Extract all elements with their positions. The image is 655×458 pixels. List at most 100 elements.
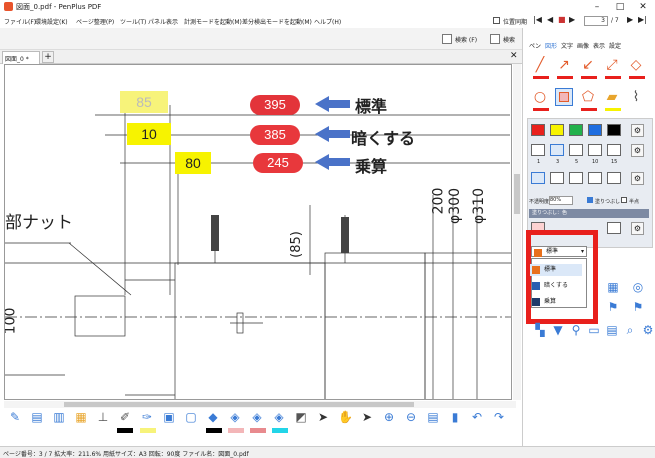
menu-diff[interactable]: 差分検出モードを起動(M) <box>242 19 312 26</box>
select-icon[interactable]: ➤ <box>361 410 373 424</box>
panel-tab-settings[interactable]: 設定 <box>609 43 622 50</box>
hand-icon[interactable]: ✋ <box>338 410 353 424</box>
line-dashed[interactable] <box>550 172 564 184</box>
hscroll-thumb[interactable] <box>64 402 414 407</box>
width-10[interactable] <box>588 144 602 156</box>
badge-3[interactable]: 245 <box>253 153 303 173</box>
width-1[interactable] <box>531 144 545 156</box>
chat-icon[interactable]: ▭ <box>588 323 600 337</box>
half-checkbox[interactable] <box>621 197 627 203</box>
annotation-box-2[interactable]: 10 <box>127 123 171 145</box>
menu-file[interactable]: ファイル(F) <box>4 19 37 26</box>
paperclip-icon[interactable]: ⌇ <box>632 89 640 105</box>
menu-help[interactable]: ヘルプ(H) <box>314 19 342 26</box>
rectangle-selected[interactable] <box>555 88 573 106</box>
color-settings-icon[interactable]: ⚙ <box>631 124 644 137</box>
width-15[interactable] <box>607 144 621 156</box>
arrow-sw-icon[interactable]: ↙ <box>582 57 594 73</box>
pin-icon[interactable]: ⚲ <box>571 323 581 337</box>
opacity-select[interactable]: 80% <box>549 196 573 205</box>
marker-icon[interactable]: ✐ <box>119 410 131 424</box>
panel-tab-shape[interactable]: 図形 <box>545 43 558 50</box>
tab-document[interactable]: 図面_0 * × <box>2 51 40 70</box>
line-dashdot[interactable] <box>588 172 602 184</box>
flag2-icon[interactable]: ⚑ <box>632 300 644 314</box>
minimize-icon[interactable]: – <box>594 2 600 12</box>
cursor-icon[interactable]: ➤ <box>317 410 329 424</box>
annotation-box-1[interactable]: 85 <box>120 91 168 113</box>
eraser-shape-icon[interactable]: ◇ <box>630 57 642 73</box>
last-page-icon[interactable]: ▶| <box>638 15 647 24</box>
redo-icon[interactable]: ↷ <box>493 410 505 424</box>
close-panel-icon[interactable]: ✕ <box>510 51 518 61</box>
line-solid[interactable] <box>531 172 545 184</box>
search-button-2[interactable]: 検索 <box>503 37 516 44</box>
bucket2-icon[interactable]: ◈ <box>252 410 262 424</box>
fill-settings-icon[interactable]: ⚙ <box>631 222 644 235</box>
print-icon[interactable]: ■ <box>558 15 566 24</box>
line-settings-icon[interactable]: ⚙ <box>631 172 644 185</box>
annotation-box-3[interactable]: 80 <box>175 152 211 174</box>
document-view[interactable]: 85 10 80 395 385 245 標準 暗くする 乗算 部ナット (85… <box>4 64 512 400</box>
menu-tools[interactable]: ツール(T) <box>120 19 147 26</box>
clipboard-icon[interactable]: ▦ <box>75 410 87 424</box>
flag-icon[interactable]: ⚑ <box>607 300 619 314</box>
doc-edit-icon[interactable]: ▤ <box>31 410 43 424</box>
bookmark2-icon[interactable]: ▼ <box>553 323 563 337</box>
shape-icon[interactable]: ▣ <box>163 410 175 424</box>
panel-tab-view[interactable]: 表示 <box>593 43 606 50</box>
width-3[interactable] <box>550 144 564 156</box>
vertical-scrollbar[interactable] <box>513 64 521 400</box>
close-icon[interactable]: ✕ <box>639 2 647 12</box>
ellipse-icon[interactable]: ○ <box>533 89 547 105</box>
search-doc-icon[interactable] <box>442 34 452 44</box>
line-icon[interactable]: ╱ <box>535 57 545 73</box>
doc-icon[interactable]: ▤ <box>606 323 618 337</box>
color-blue[interactable] <box>588 124 602 136</box>
badge-1[interactable]: 395 <box>250 95 300 115</box>
width-settings-icon[interactable]: ⚙ <box>631 144 644 157</box>
copy-icon[interactable]: ▥ <box>53 410 65 424</box>
add-tab-button[interactable]: + <box>42 51 54 63</box>
line-dotted[interactable] <box>569 172 583 184</box>
bucket-icon[interactable]: ◈ <box>230 410 240 424</box>
sync-checkbox[interactable] <box>493 17 500 24</box>
scroll-thumb[interactable] <box>514 174 520 214</box>
target-icon[interactable]: ◎ <box>632 280 644 294</box>
search-button-1[interactable]: 検索 (F) <box>455 37 478 44</box>
fill-color-white[interactable] <box>607 222 621 234</box>
next-page-icon[interactable]: ▶ <box>569 15 576 24</box>
panel-tab-image[interactable]: 画像 <box>577 43 590 50</box>
comment-icon[interactable]: ▰ <box>606 89 618 105</box>
panel-tab-text[interactable]: 文字 <box>561 43 574 50</box>
line-wave[interactable] <box>607 172 621 184</box>
width-5[interactable] <box>569 144 583 156</box>
stamp-icon[interactable]: ⊥ <box>97 410 109 424</box>
undo-icon[interactable]: ↶ <box>471 410 483 424</box>
menu-measure[interactable]: 計測モードを起動(M) <box>184 19 242 26</box>
blend-option-standard[interactable]: 標準 <box>530 264 582 276</box>
fill-color-select[interactable]: 塗りつぶし：色 <box>529 209 649 218</box>
arrow-ne-icon[interactable]: ↗ <box>558 57 570 73</box>
fill-checkbox[interactable] <box>587 197 593 203</box>
fill-icon[interactable]: ◆ <box>208 410 218 424</box>
color-black[interactable] <box>607 124 621 136</box>
menu-page[interactable]: ページ整理(P) <box>76 19 115 26</box>
zoom-out-icon[interactable]: ⊖ <box>405 410 417 424</box>
color-green[interactable] <box>569 124 583 136</box>
highlighter-icon[interactable]: ✑ <box>141 410 153 424</box>
blend-mode-select[interactable]: 標準▾ <box>531 246 587 257</box>
image-icon[interactable]: ▢ <box>185 410 197 424</box>
zoom-in-icon[interactable]: ⊕ <box>383 410 395 424</box>
blend-option-darken[interactable]: 暗くする <box>530 280 582 292</box>
bucket3-icon[interactable]: ◈ <box>274 410 284 424</box>
horizontal-scrollbar[interactable] <box>4 401 516 408</box>
panel-tab-pen[interactable]: ペン <box>529 43 542 50</box>
fit-page-icon[interactable]: ▤ <box>427 410 439 424</box>
blend-option-multiply[interactable]: 乗算 <box>530 296 582 308</box>
chevron-down-icon[interactable]: ▾ <box>580 248 584 255</box>
search-panel-icon[interactable]: ⌕ <box>626 323 634 337</box>
layout-icon[interactable]: ▚ <box>535 323 545 337</box>
gear-icon[interactable]: ⚙ <box>642 323 654 337</box>
double-arrow-icon[interactable]: ⤢ <box>606 57 618 73</box>
